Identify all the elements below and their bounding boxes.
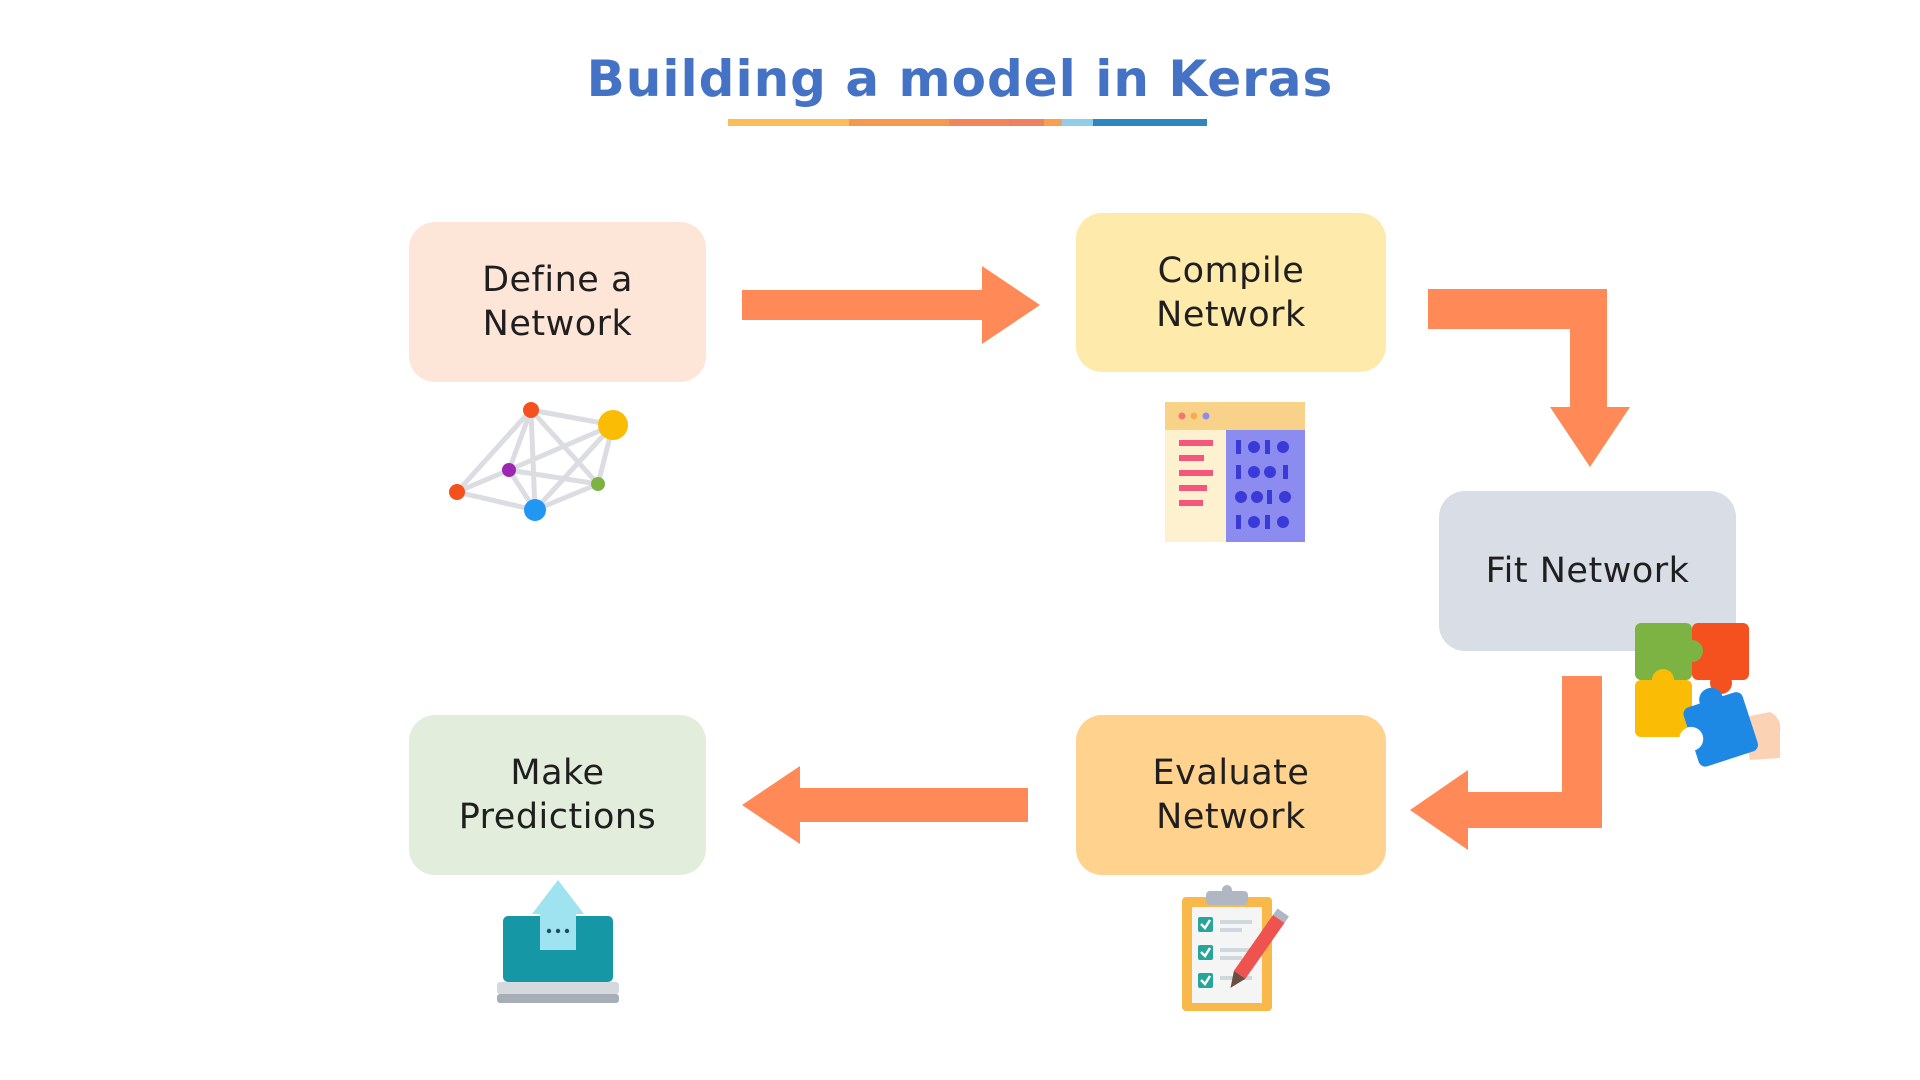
underline-segment bbox=[1044, 119, 1062, 126]
step-label: Evaluate Network bbox=[1152, 753, 1310, 837]
laptop-upload-icon bbox=[497, 880, 619, 1003]
page-title: Building a model in Keras bbox=[586, 50, 1334, 108]
step-define-network: Define a Network bbox=[409, 222, 706, 382]
puzzle-pieces-icon bbox=[1635, 623, 1781, 767]
arrow-right bbox=[742, 266, 1040, 344]
arrow-elbow-down bbox=[1428, 289, 1630, 467]
title-underline bbox=[728, 119, 1207, 126]
arrow-elbow-left bbox=[1410, 676, 1602, 850]
underline-segment bbox=[949, 119, 1009, 126]
step-fit-network: Fit Network bbox=[1439, 491, 1736, 651]
underline-segment bbox=[728, 119, 849, 126]
step-label: Make Predictions bbox=[458, 753, 657, 837]
step-make-predictions: Make Predictions bbox=[409, 715, 706, 875]
step-label: Compile Network bbox=[1156, 250, 1306, 335]
step-evaluate-network: Evaluate Network bbox=[1076, 715, 1386, 875]
step-label: Fit Network bbox=[1485, 551, 1690, 591]
clipboard-checklist-icon bbox=[1182, 885, 1290, 1011]
underline-segment bbox=[1009, 119, 1044, 126]
arrow-left bbox=[742, 766, 1028, 844]
network-graph-icon bbox=[449, 402, 628, 521]
underline-segment bbox=[1062, 119, 1093, 126]
step-compile-network: Compile Network bbox=[1076, 213, 1386, 372]
step-label: Define a Network bbox=[482, 260, 633, 344]
code-window-icon bbox=[1165, 402, 1305, 542]
underline-segment bbox=[1093, 119, 1207, 126]
underline-segment bbox=[849, 119, 949, 126]
